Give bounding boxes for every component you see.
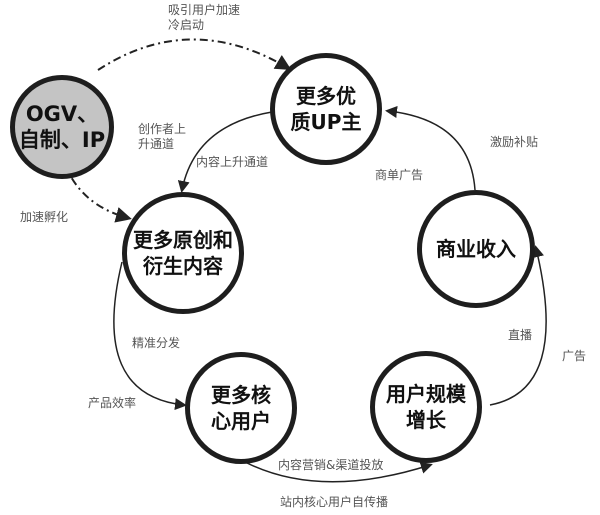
node-core-line1: 更多核: [211, 383, 271, 407]
label-live: 直播: [508, 328, 533, 342]
node-up: 更多优质UP主: [270, 53, 382, 165]
label-creator-1: 创作者上: [138, 122, 187, 136]
node-growth-line1: 用户规模: [386, 382, 466, 406]
node-ogv: OGV、自制、IP: [10, 75, 114, 179]
label-cold-start-1: 吸引用户加速: [168, 3, 241, 17]
node-core-users: 更多核心用户: [185, 352, 297, 464]
node-ogv-line2: 自制、IP: [18, 128, 106, 152]
arrow-revenue-to-up: [385, 106, 476, 191]
node-up-line2: 质UP主: [290, 110, 362, 134]
label-creator-2: 升通道: [138, 137, 175, 151]
arrow-up-to-content: [177, 111, 273, 193]
label-cold-start: 吸引用户加速冷启动: [168, 3, 240, 33]
label-marketing: 内容营销&渠道投放: [278, 458, 384, 472]
label-cold-start-2: 冷启动: [168, 18, 205, 32]
arrow-growth-to-revenue: [489, 245, 547, 406]
arrow-ogv-to-up: [97, 38, 292, 71]
label-commercial-ads: 商单广告: [375, 168, 424, 182]
label-self-spread: 站内核心用户自传播: [280, 495, 389, 509]
label-incentive: 激励补贴: [490, 135, 539, 149]
node-content-line2: 衍生内容: [143, 254, 223, 278]
arrow-core-to-growth: [244, 461, 433, 483]
label-creator: 创作者上升通道: [138, 122, 186, 152]
arrow-ogv-to-content: [63, 161, 132, 223]
label-content-channel: 内容上升通道: [196, 155, 269, 169]
label-efficiency: 产品效率: [88, 396, 137, 410]
label-distribution: 精准分发: [132, 336, 181, 350]
node-growth-line2: 增长: [406, 408, 446, 432]
node-revenue: 商业收入: [417, 190, 535, 308]
node-up-line1: 更多优: [296, 84, 356, 108]
node-user-growth: 用户规模增长: [370, 351, 482, 463]
node-content-line1: 更多原创和: [133, 228, 233, 252]
node-content: 更多原创和衍生内容: [122, 192, 244, 314]
label-incubate: 加速孵化: [20, 210, 69, 224]
arrow-content-to-core: [113, 261, 187, 411]
label-ads: 广告: [562, 349, 587, 363]
node-ogv-line1: OGV、: [25, 102, 99, 126]
node-core-line2: 心用户: [211, 409, 271, 433]
node-revenue-line1: 商业收入: [436, 237, 516, 261]
